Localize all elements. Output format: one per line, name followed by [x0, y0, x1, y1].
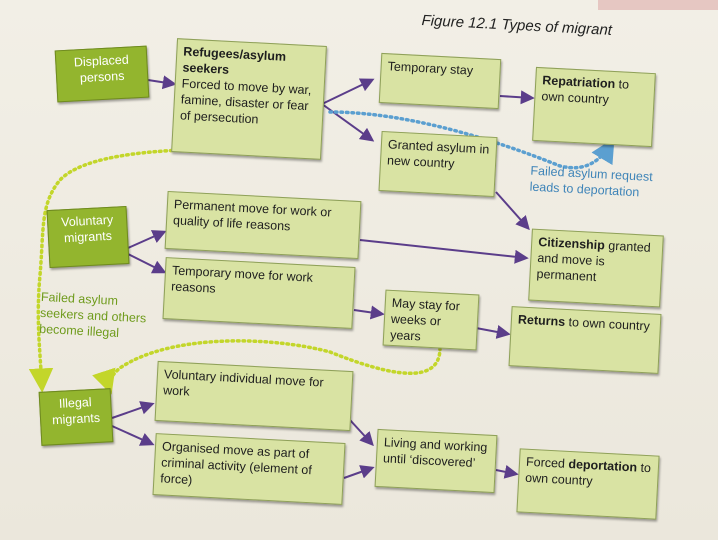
granted-asylum-text: Granted asylum in new country [386, 137, 490, 171]
organised-move-text: Organised move as part of criminal activ… [160, 439, 313, 488]
figure-tab [598, 0, 718, 10]
box-voluntary-individual: Voluntary individual move for work [154, 360, 354, 432]
box-refugees-asylum-seekers: Refugees/asylum seekers Forced to move b… [171, 38, 327, 160]
temporary-stay-text: Temporary stay [387, 59, 474, 78]
arrow-voluntary-individual-to-living [349, 419, 374, 447]
arrow-displaced-to-refugees [147, 75, 177, 90]
category-illegal-migrants: Illegal migrants [38, 388, 114, 446]
box-granted-asylum: Granted asylum in new country [378, 131, 498, 197]
arrow-temporary-move-to-may-stay [353, 305, 385, 320]
repatriation-heading: Repatriation [541, 73, 616, 92]
box-repatriation: Repatriation to own country [532, 66, 656, 148]
box-may-stay: May stay for weeks or years [382, 289, 480, 351]
box-living-working: Living and working until ‘discovered’ [374, 428, 498, 494]
arrow-organised-to-living [343, 465, 375, 479]
arrow-temporary-to-repatriation [499, 90, 535, 105]
arrow-illegal-to-voluntary-individual [111, 401, 155, 419]
arrow-voluntary-to-temporary-move [127, 253, 167, 274]
box-permanent-move: Permanent move for work or quality of li… [164, 190, 362, 260]
permanent-move-text: Permanent move for work or quality of li… [172, 197, 332, 234]
citizenship-heading: Citizenship [537, 234, 606, 253]
box-citizenship: Citizenship granted and move is permanen… [528, 228, 664, 308]
refugees-heading: Refugees/asylum seekers [182, 44, 287, 77]
voluntary-individual-text: Voluntary individual move for work [162, 367, 324, 399]
note-failed-asylum-seekers-text: Failed asylum seekers and others become … [38, 289, 147, 341]
arrow-voluntary-to-permanent [127, 230, 167, 249]
arrow-granted-to-citizenship [495, 191, 530, 231]
returns-text: to own country [564, 314, 651, 334]
arrow-refugees-to-temporary-stay [321, 78, 375, 105]
arrow-permanent-to-citizenship [359, 239, 529, 264]
arrow-illegal-to-organised [111, 425, 155, 446]
category-displaced-label: Displaced persons [73, 52, 130, 86]
category-displaced-persons: Displaced persons [54, 45, 150, 103]
category-voluntary-label: Voluntary migrants [60, 212, 114, 246]
category-illegal-label: Illegal migrants [51, 395, 101, 428]
forced-deportation-heading: deportation [568, 456, 638, 475]
box-temporary-stay: Temporary stay [378, 52, 502, 110]
box-organised-move: Organised move as part of criminal activ… [152, 433, 346, 505]
note-failed-asylum-request-text: Failed asylum request leads to deportati… [529, 163, 653, 200]
figure-title: Figure 12.1 Types of migrant [421, 12, 613, 39]
forced-deportation-pre: Forced [525, 454, 569, 471]
refugees-text: Forced to move by war, famine, disaster … [179, 76, 312, 127]
category-voluntary-migrants: Voluntary migrants [46, 205, 130, 269]
box-forced-deportation: Forced deportation to own country [516, 448, 660, 520]
note-failed-asylum-seekers: Failed asylum seekers and others become … [39, 289, 161, 343]
temporary-move-text: Temporary move for work reasons [170, 263, 314, 296]
note-failed-asylum-request: Failed asylum request leads to deportati… [529, 163, 660, 202]
arrow-refugees-to-granted-asylum [321, 103, 375, 142]
living-working-text: Living and working until ‘discovered’ [382, 435, 488, 471]
may-stay-text: May stay for weeks or years [389, 295, 461, 344]
box-temporary-move: Temporary move for work reasons [162, 257, 356, 329]
arrow-living-to-forced-deportation [495, 464, 519, 479]
box-returns: Returns to own country [508, 306, 662, 374]
returns-heading: Returns [517, 312, 566, 329]
arrow-may-stay-to-returns [475, 325, 511, 339]
